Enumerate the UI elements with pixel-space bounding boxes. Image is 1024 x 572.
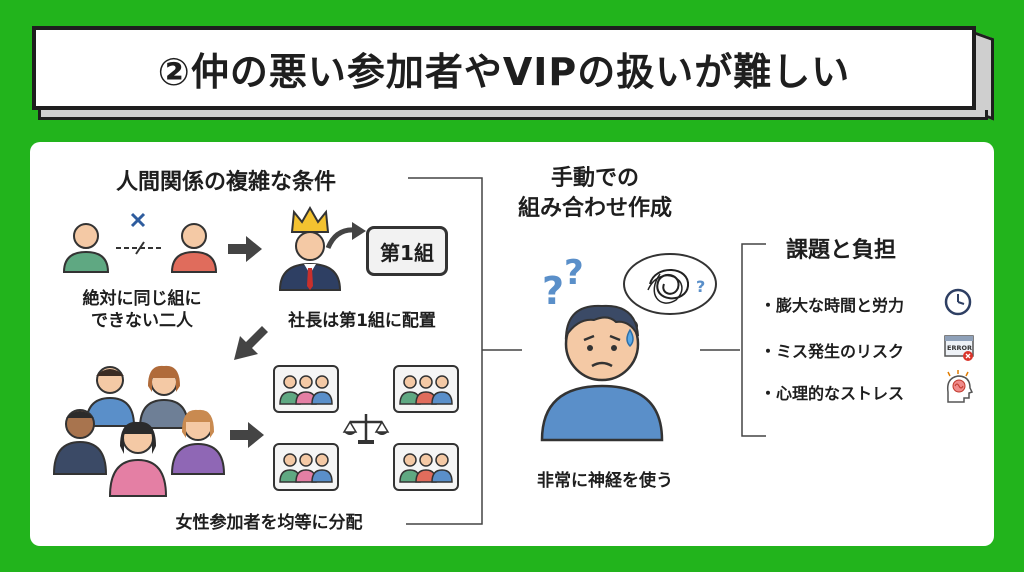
ceo-crown-icon xyxy=(278,205,342,291)
page-title: ②仲の悪い参加者やVIPの扱いが難しい xyxy=(157,49,851,94)
burden-item-time: ・膨大な時間と労力 xyxy=(760,296,905,315)
balanced-tables-icon xyxy=(273,365,459,491)
svg-text:?: ? xyxy=(564,253,584,293)
arrow-down-left-icon xyxy=(234,326,268,360)
crowd-people-icon xyxy=(52,365,226,497)
nerve-racking-caption: 非常に神経を使う xyxy=(537,471,673,491)
female-distribution-caption: 女性参加者を均等に分配 xyxy=(175,513,363,533)
manual-heading-line1: 手動での xyxy=(550,166,639,191)
error-window-icon: ERROR xyxy=(944,335,974,361)
svg-text:?: ? xyxy=(542,269,564,313)
arrow-right-icon-2 xyxy=(230,422,264,448)
curved-arrow-icon xyxy=(325,222,366,250)
thought-cloud-icon: ? xyxy=(618,253,717,344)
two-people-icon xyxy=(62,212,218,273)
manual-heading: 手動での 組み合わせ作成 xyxy=(510,164,680,224)
troubled-person-icon: ? ? ? xyxy=(540,253,717,442)
balance-scale-icon xyxy=(342,414,390,444)
manual-heading-line2: 組み合わせ作成 xyxy=(517,196,672,221)
ceo-group-caption: 社長は第1組に配置 xyxy=(288,311,436,331)
table-bottom-right xyxy=(393,443,459,491)
title-depth-bottom xyxy=(38,110,988,120)
table-top-right xyxy=(393,365,459,413)
conditions-heading: 人間関係の複雑な条件 xyxy=(116,170,337,195)
caption-line1: 絶対に同じ組に xyxy=(82,289,202,309)
group-1-badge: 第1組 xyxy=(366,226,448,276)
arrow-right-icon xyxy=(228,236,262,262)
table-top-left xyxy=(273,365,339,413)
stressed-head-icon xyxy=(946,370,974,403)
burden-heading: 課題と負担 xyxy=(786,238,897,263)
svg-text:?: ? xyxy=(696,277,705,296)
content-panel xyxy=(30,142,994,546)
burden-item-stress: ・心理的なストレス xyxy=(760,384,905,403)
clock-icon xyxy=(944,288,972,316)
cannot-same-group-caption: 絶対に同じ組に できない二人 xyxy=(52,288,232,332)
title-banner: ②仲の悪い参加者やVIPの扱いが難しい xyxy=(32,26,976,110)
burden-item-mistake: ・ミス発生のリスク xyxy=(760,342,905,361)
caption-line2: できない二人 xyxy=(91,311,193,331)
table-bottom-left xyxy=(273,443,339,491)
error-label: ERROR xyxy=(947,344,972,352)
